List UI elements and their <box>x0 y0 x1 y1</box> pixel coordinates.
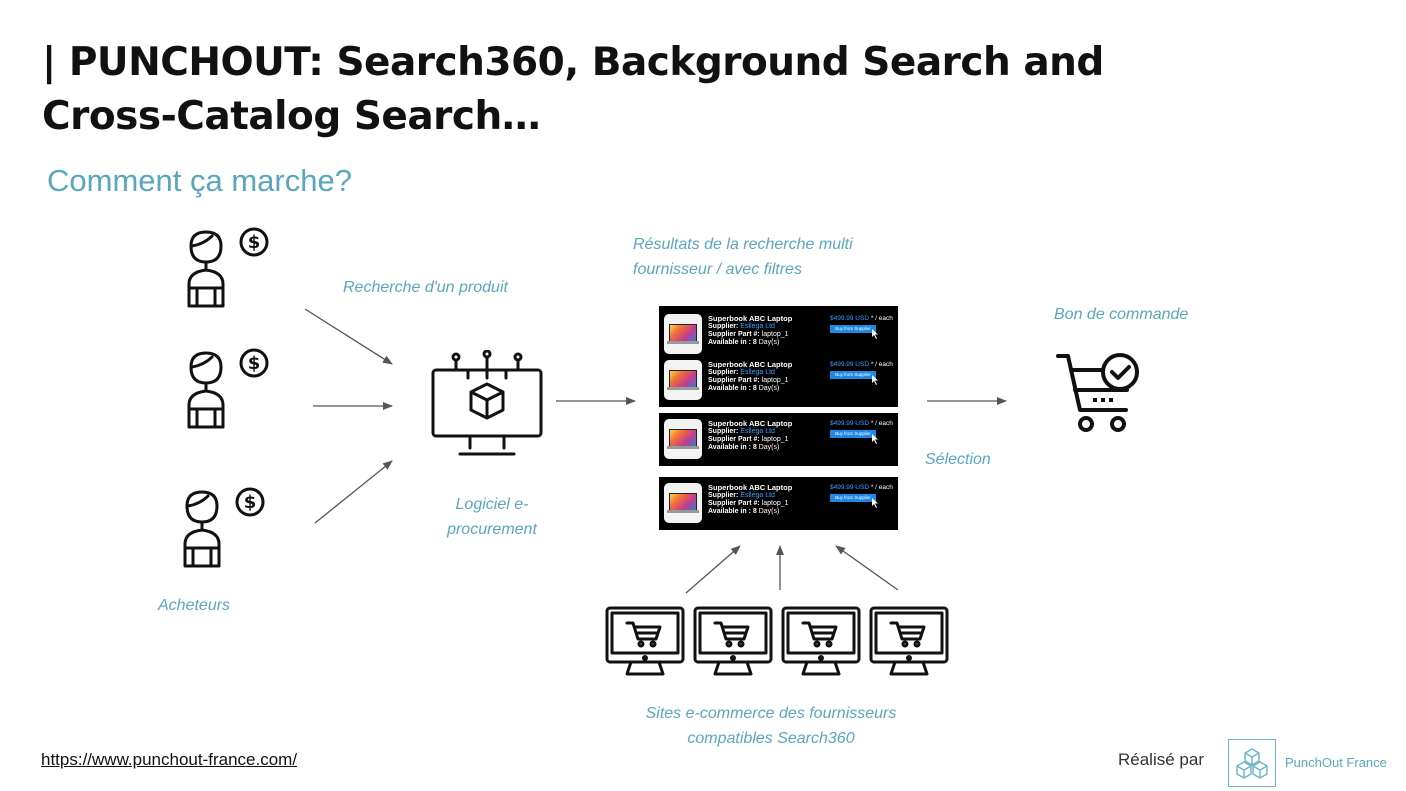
product-card-2[interactable]: Superbook ABC Laptop Supplier: Esllega L… <box>664 358 893 402</box>
svg-text:$: $ <box>248 232 261 253</box>
price-unit: * / each <box>869 484 893 491</box>
availability-label: Available in : <box>708 508 751 515</box>
availability-number: 8 <box>752 385 757 392</box>
title-line-2: Cross-Catalog Search… <box>42 94 541 139</box>
caption-purchase-order: Bon de commande <box>1054 306 1189 323</box>
ecommerce-monitor-icon-3 <box>781 606 861 676</box>
results-panel-3: Superbook ABC Laptop Supplier: Esllega L… <box>659 477 898 530</box>
results-panel-1: Superbook ABC Laptop Supplier: Esllega L… <box>659 306 898 407</box>
page-subtitle: Comment ça marche? <box>47 163 352 198</box>
credit-text: Réalisé par <box>1118 750 1204 769</box>
product-card-4[interactable]: Superbook ABC Laptop Supplier: Esllega L… <box>664 481 893 525</box>
pointer-cursor-icon <box>872 329 878 339</box>
product-name: Superbook ABC Laptop <box>708 483 793 492</box>
svg-text:$: $ <box>244 492 257 513</box>
availability-unit: Day(s) <box>758 339 780 346</box>
buy-from-supplier-button[interactable]: Buy from Supplier <box>830 494 876 502</box>
product-name: Superbook ABC Laptop <box>708 314 793 323</box>
arrow-buyer1-to-software <box>304 308 393 365</box>
price: $499.99 USD <box>830 315 870 322</box>
buy-from-supplier-button[interactable]: Buy from Supplier <box>830 371 876 379</box>
price-unit: * / each <box>869 361 893 368</box>
pointer-cursor-icon <box>872 498 878 508</box>
pointer-cursor-icon <box>872 434 878 444</box>
shopping-cart-check-icon <box>1056 353 1139 432</box>
buyer-icon-1: $ <box>187 227 269 308</box>
product-card-3[interactable]: Superbook ABC Laptop Supplier: Esllega L… <box>664 417 893 461</box>
buyer-icon-2: $ <box>187 348 269 429</box>
caption-e-procurement-line-2: procurement <box>447 521 537 538</box>
caption-supplier-sites-line-1: Sites e-commerce des fournisseurs <box>645 705 897 722</box>
arrow-site3-to-results <box>835 545 899 591</box>
buy-from-supplier-button[interactable]: Buy from Supplier <box>830 430 876 438</box>
arrow-buyer3-to-software <box>314 460 393 524</box>
product-name: Superbook ABC Laptop <box>708 419 793 428</box>
ecommerce-monitor-icon-4 <box>869 606 949 676</box>
buyer-icon-3: $ <box>183 487 265 568</box>
supplier-link[interactable]: Esllega Ltd <box>740 323 775 330</box>
laptop-thumbnail <box>664 314 702 354</box>
buy-from-supplier-button[interactable]: Buy from Supplier <box>830 325 876 333</box>
caption-buyers: Acheteurs <box>158 597 231 614</box>
arrow-site1-to-results <box>685 545 741 594</box>
part-value: laptop_1 <box>761 436 789 443</box>
laptop-thumbnail <box>664 483 702 523</box>
price: $499.99 USD <box>830 484 870 491</box>
supplier-link[interactable]: Esllega Ltd <box>740 492 775 499</box>
pointer-cursor-icon <box>872 375 878 385</box>
availability-label: Available in : <box>708 385 751 392</box>
supplier-label: Supplier: <box>708 323 739 330</box>
availability-number: 8 <box>752 508 757 515</box>
price-unit: * / each <box>869 315 893 322</box>
price-unit: * / each <box>869 420 893 427</box>
caption-e-procurement-line-1: Logiciel e- <box>455 496 529 513</box>
product-card-1[interactable]: Superbook ABC Laptop Supplier: Esllega L… <box>664 312 893 356</box>
title-line-1: | PUNCHOUT: Search360, Background Search… <box>42 40 1104 85</box>
part-label: Supplier Part #: <box>708 377 760 384</box>
availability-unit: Day(s) <box>758 508 780 515</box>
caption-results-line-2: fournisseur / avec filtres <box>633 261 802 278</box>
cubes-logo-icon <box>1236 748 1268 779</box>
price: $499.99 USD <box>830 361 870 368</box>
brand-name: PunchOut France <box>1285 755 1387 770</box>
caption-e-procurement: Logiciel e- procurement <box>437 492 547 542</box>
part-label: Supplier Part #: <box>708 331 760 338</box>
supplier-label: Supplier: <box>708 428 739 435</box>
availability-label: Available in : <box>708 339 751 346</box>
product-name: Superbook ABC Laptop <box>708 360 793 369</box>
caption-supplier-sites: Sites e-commerce des fournisseurs compat… <box>621 701 921 751</box>
availability-number: 8 <box>752 339 757 346</box>
e-procurement-monitor-icon <box>431 350 543 456</box>
part-label: Supplier Part #: <box>708 500 760 507</box>
part-value: laptop_1 <box>761 500 789 507</box>
supplier-label: Supplier: <box>708 492 739 499</box>
caption-supplier-sites-line-2: compatibles Search360 <box>687 730 855 747</box>
results-panel-2: Superbook ABC Laptop Supplier: Esllega L… <box>659 413 898 466</box>
supplier-link[interactable]: Esllega Ltd <box>740 369 775 376</box>
website-link[interactable]: https://www.punchout-france.com/ <box>41 750 298 769</box>
caption-selection: Sélection <box>925 451 991 468</box>
caption-search-product: Recherche d'un produit <box>343 279 508 296</box>
availability-unit: Day(s) <box>758 444 780 451</box>
part-value: laptop_1 <box>761 331 789 338</box>
availability-number: 8 <box>752 444 757 451</box>
page-title: | PUNCHOUT: Search360, Background Search… <box>42 36 1142 144</box>
price: $499.99 USD <box>830 420 870 427</box>
svg-text:$: $ <box>248 353 261 374</box>
laptop-thumbnail <box>664 419 702 459</box>
part-label: Supplier Part #: <box>708 436 760 443</box>
caption-results-line-1: Résultats de la recherche multi <box>633 236 853 253</box>
laptop-thumbnail <box>664 360 702 400</box>
caption-results: Résultats de la recherche multi fourniss… <box>633 232 853 282</box>
ecommerce-monitor-icon-2 <box>693 606 773 676</box>
part-value: laptop_1 <box>761 377 789 384</box>
availability-label: Available in : <box>708 444 751 451</box>
supplier-label: Supplier: <box>708 369 739 376</box>
brand-logo <box>1228 739 1276 787</box>
availability-unit: Day(s) <box>758 385 780 392</box>
supplier-link[interactable]: Esllega Ltd <box>740 428 775 435</box>
ecommerce-monitor-icon-1 <box>605 606 685 676</box>
